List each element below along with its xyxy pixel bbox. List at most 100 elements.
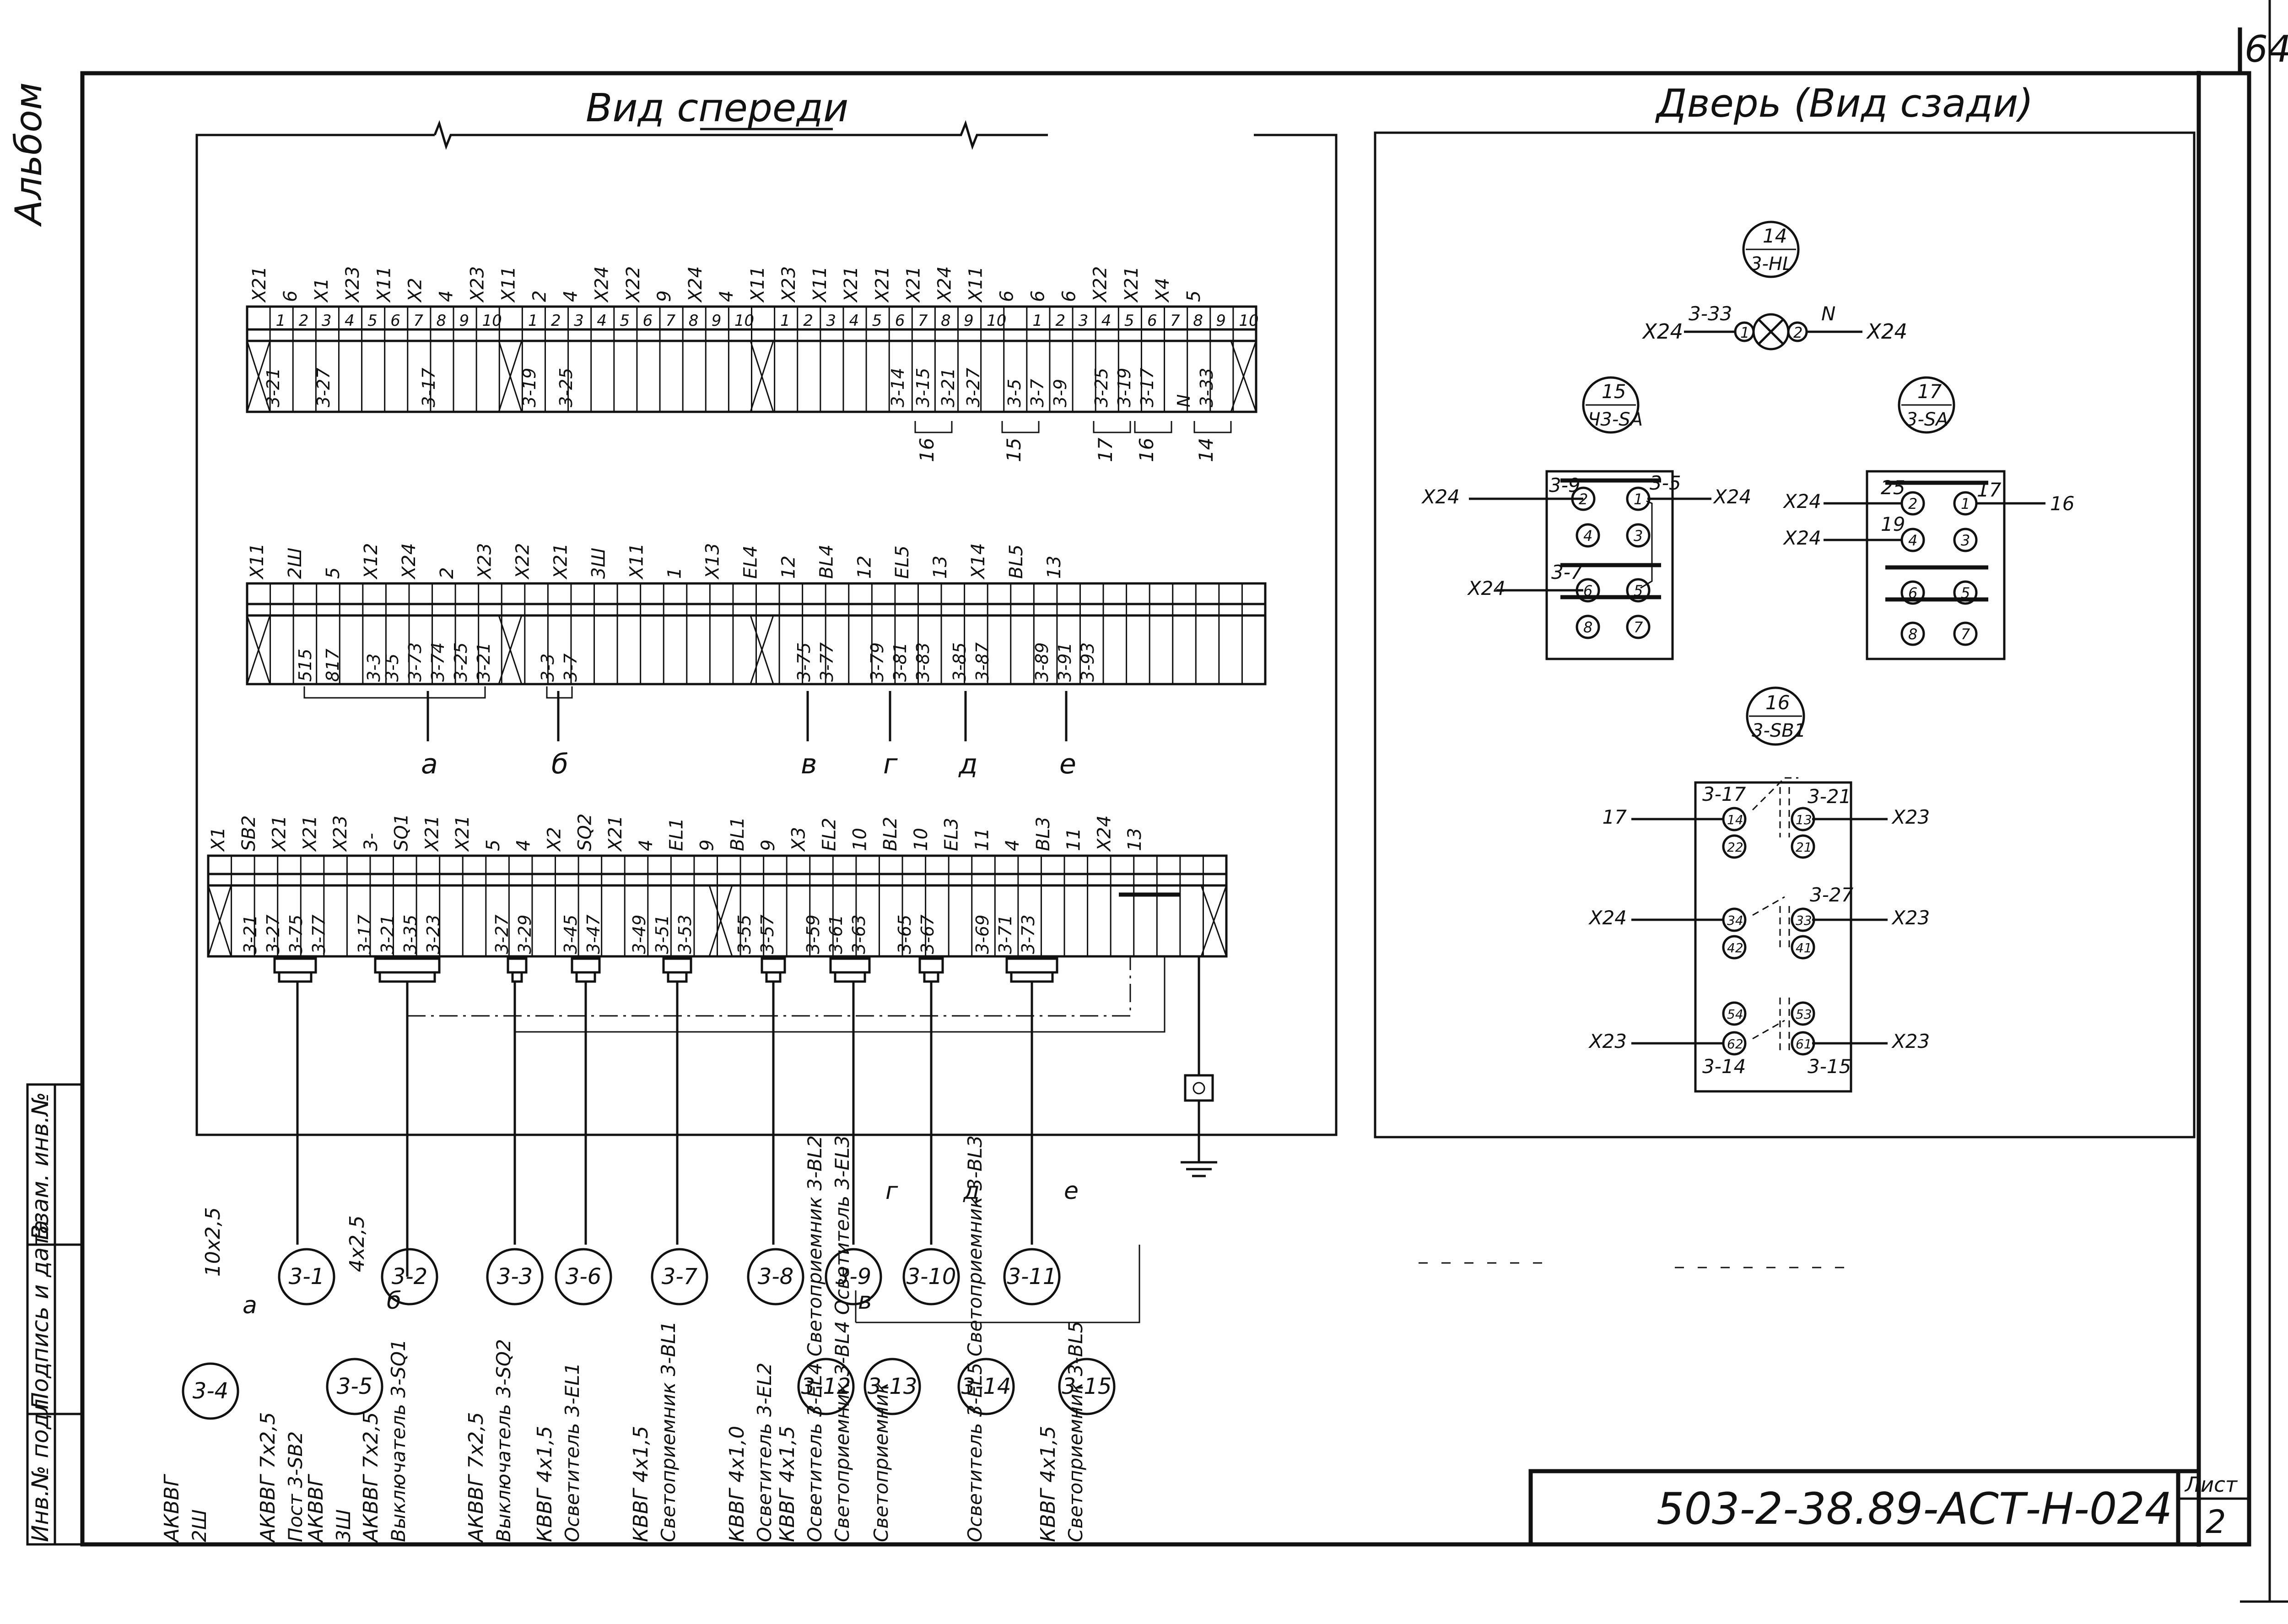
- cable-id: 3-3: [497, 1264, 533, 1289]
- terminal-number: 10: [734, 312, 754, 330]
- switch-pin: 4: [1908, 532, 1917, 549]
- switch-pin: 8: [1908, 626, 1917, 643]
- cable-letter: е: [1059, 748, 1076, 780]
- button-label: 3-27: [1810, 884, 1854, 906]
- switch-label: Х24: [1783, 527, 1821, 549]
- terminal-top-label: Х2: [405, 278, 426, 303]
- switch-label: 3-5: [1650, 472, 1681, 494]
- switch-pin: 2: [1908, 495, 1917, 513]
- button-tag: 16: [1765, 691, 1790, 714]
- switch-pin: 8: [1583, 619, 1592, 636]
- switch-label: Х24: [1421, 486, 1460, 508]
- terminal-number: 8: [941, 312, 951, 330]
- switch-label: 25: [1881, 476, 1905, 499]
- wire-mark: 3-29: [515, 915, 535, 954]
- terminal-number: 6: [1147, 312, 1157, 330]
- switch-right-tag: 17: [1917, 380, 1942, 403]
- wire-group-number: 16: [916, 438, 938, 462]
- terminal-top-label: SQ2: [574, 814, 595, 851]
- cable-id: 3-14: [961, 1374, 1011, 1399]
- terminal-number: 2: [803, 312, 813, 330]
- switch-pin: 7: [1634, 619, 1643, 636]
- wire-mark: 3-61: [826, 915, 846, 954]
- cable-id: 3-4: [193, 1378, 228, 1404]
- terminal-top-label: Х22: [513, 543, 534, 580]
- terminal-top-label: 4: [716, 291, 737, 302]
- wire-mark: 3-77: [309, 915, 329, 954]
- lamp-pin1: 1: [1740, 324, 1749, 341]
- cable-dest: Осветитель 3-ЕL2: [753, 1363, 776, 1542]
- terminal-top-label: Х23: [342, 266, 363, 303]
- wire-mark: 3-57: [757, 915, 777, 954]
- terminal-top-label: 5: [323, 567, 344, 579]
- terminal-number: 8: [436, 312, 446, 330]
- switch-label: Х24: [1783, 490, 1821, 513]
- wire-mark: 3-14: [888, 368, 908, 407]
- terminal-top-label: Х21: [249, 266, 270, 303]
- terminal-top-label: ВL2: [880, 817, 901, 851]
- terminal-top-label: ЕL5: [892, 545, 913, 579]
- terminal-top-label: Х23: [330, 815, 351, 852]
- cable-letter: в: [801, 748, 817, 780]
- cable-type: КВВГ 4х1,5: [533, 1426, 556, 1542]
- cable-section: 4х2,5: [345, 1215, 369, 1272]
- button-label: Х23: [1891, 906, 1930, 929]
- button-label: 3-14: [1702, 1055, 1746, 1078]
- wire-mark: 3-55: [734, 915, 755, 954]
- terminal-top-label: Х1: [208, 827, 229, 852]
- switch-label: Х24: [1713, 486, 1751, 508]
- terminal-top-label: Х21: [872, 266, 893, 303]
- stamp-replace-label: Взам. инв.№: [27, 1092, 54, 1240]
- cable-circle: [1003, 1248, 1061, 1306]
- lamp-left-wire: 3-33: [1689, 302, 1732, 325]
- button-name: 3-SВ1: [1752, 720, 1806, 741]
- page-number: 64: [2245, 28, 2288, 70]
- button-pin: 61: [1796, 1036, 1812, 1052]
- front-view-title: Вид спереди: [586, 86, 848, 131]
- terminal-top-label: Х2: [544, 827, 565, 852]
- terminal-number: 4: [345, 312, 355, 330]
- terminal-top-label: 2: [437, 567, 458, 579]
- switch-label: 17: [1977, 479, 2002, 501]
- cable-id: 3-1: [289, 1264, 324, 1289]
- wire-mark: 3-45: [561, 915, 581, 954]
- terminal-top-label: ЕL4: [740, 545, 761, 579]
- cable-type: КВВГ 4х1,5: [629, 1426, 653, 1542]
- cable-letter: г: [883, 748, 898, 780]
- terminal-top-label: 2: [529, 291, 550, 302]
- cable-circle: [381, 1248, 438, 1306]
- wire-mark: 515: [295, 648, 315, 682]
- terminal-top-label: Х11: [498, 266, 519, 303]
- wire-mark: 3-65: [895, 915, 915, 954]
- terminal-top-label: SВ2: [238, 815, 259, 851]
- wire-mark: 3-25: [451, 642, 471, 682]
- terminal-top-label: Х23: [778, 266, 799, 303]
- terminal-top-label: 11: [1063, 828, 1085, 851]
- sheet-label: Лист: [2184, 1473, 2238, 1497]
- cable-type: АКВВГ 7х2,5: [256, 1412, 280, 1543]
- switch-left-tag: 15: [1602, 380, 1626, 403]
- cable-circle: [957, 1358, 1015, 1415]
- wire-mark: 3-27: [963, 368, 983, 407]
- terminal-top-label: Х1: [311, 278, 332, 303]
- switch-pin: 3: [1961, 532, 1970, 549]
- wire-mark: 3-21: [240, 915, 260, 954]
- stamp-sign-label: Подпись и дата: [27, 1220, 54, 1409]
- terminal-top-label: 10: [911, 828, 932, 851]
- cable-type: КВВГ 4х1,0: [725, 1426, 749, 1542]
- switch-label: 16: [2050, 492, 2074, 515]
- terminal-top-label: Х22: [623, 266, 644, 303]
- terminal-top-label: Х11: [247, 543, 268, 580]
- terminal-number: 9: [964, 312, 974, 330]
- terminal-number: 5: [1124, 312, 1134, 330]
- button-pin: 42: [1727, 940, 1743, 955]
- lamp-left-label: Х24: [1642, 319, 1683, 344]
- wire-mark: N: [1174, 394, 1194, 407]
- terminal-number: 9: [459, 312, 469, 330]
- cable-dest: 2Ш: [188, 1509, 210, 1542]
- cable-circle: [182, 1362, 239, 1420]
- switch-label: 19: [1881, 513, 1905, 535]
- terminal-top-label: Х22: [1090, 266, 1111, 303]
- button-sb1: [1631, 686, 1888, 1093]
- lamp-name: 3-НL: [1750, 254, 1792, 275]
